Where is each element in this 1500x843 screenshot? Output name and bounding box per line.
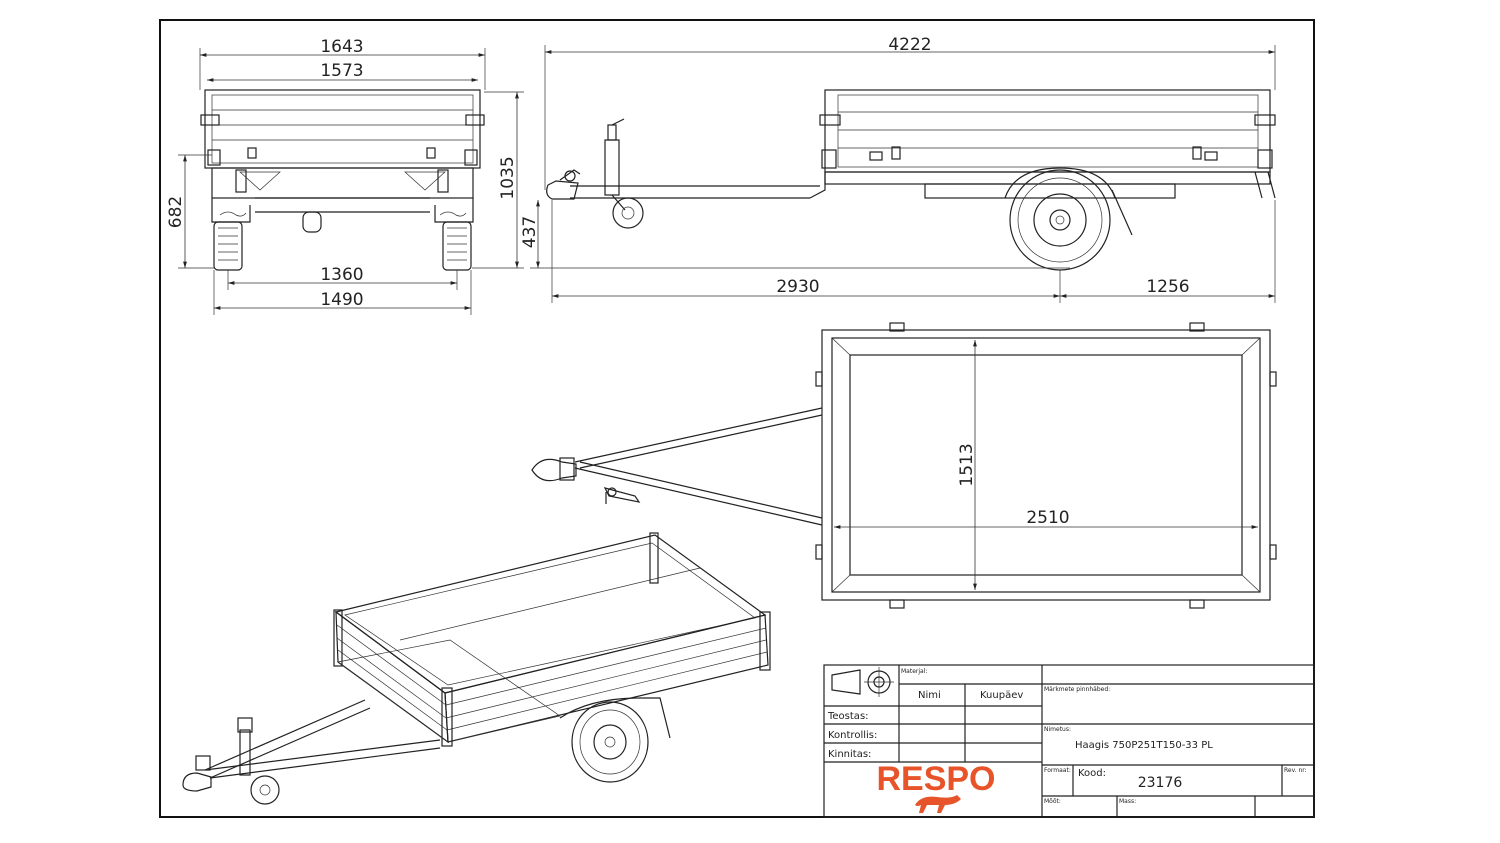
- dim-coupling-height: 437: [520, 216, 540, 248]
- drawing-frame: [159, 19, 1315, 818]
- dim-total-length: 4222: [888, 35, 931, 55]
- kuupaev-header: Kuupäev: [980, 690, 1023, 701]
- markmed-label: Märkmete pinnhäbed:: [1044, 686, 1110, 693]
- respo-bull-icon: [915, 795, 961, 813]
- moot-label: Mõõt:: [1044, 798, 1061, 805]
- dim-rear-inner-width: 1573: [320, 61, 363, 81]
- dim-axle-to-rear: 1256: [1146, 277, 1189, 297]
- teostas-label: Teostas:: [827, 711, 869, 722]
- materjal-label: Materjal:: [901, 668, 927, 675]
- mass-label: Mass:: [1119, 798, 1136, 805]
- formaat-label: Formaat:: [1044, 767, 1071, 774]
- top-view: 1513 2510: [531, 322, 1277, 609]
- nimetus-label: Nimetus:: [1044, 726, 1071, 733]
- dim-rear-outer-width: 1643: [320, 37, 363, 57]
- title-block: Materjal: Nimi Kuupäev Teostas: Kontroll…: [823, 664, 1315, 818]
- rear-view: 1643 1573: [166, 37, 524, 315]
- isometric-view: [182, 532, 771, 805]
- dim-total-height: 1035: [498, 156, 518, 199]
- kontrollis-label: Kontrollis:: [828, 730, 877, 741]
- rev-label: Rev. nr:: [1284, 767, 1307, 774]
- kood-label: Kood:: [1078, 768, 1106, 779]
- dim-coupling-to-axle: 2930: [776, 277, 819, 297]
- dim-track: 1360: [320, 265, 363, 285]
- kood-value: 23176: [1138, 775, 1183, 791]
- nimi-header: Nimi: [918, 690, 941, 701]
- kinnitas-label: Kinnitas:: [828, 749, 871, 760]
- trailer-name: Haagis 750P251T150-33 PL: [1075, 740, 1213, 751]
- dim-box-length: 2510: [1026, 508, 1069, 528]
- respo-logo: RESPO: [876, 760, 995, 798]
- side-view: 4222: [520, 35, 1276, 303]
- dim-box-width: 1513: [957, 443, 977, 486]
- dim-rear-height-682: 682: [166, 196, 186, 228]
- dim-wheel-outer: 1490: [320, 290, 363, 310]
